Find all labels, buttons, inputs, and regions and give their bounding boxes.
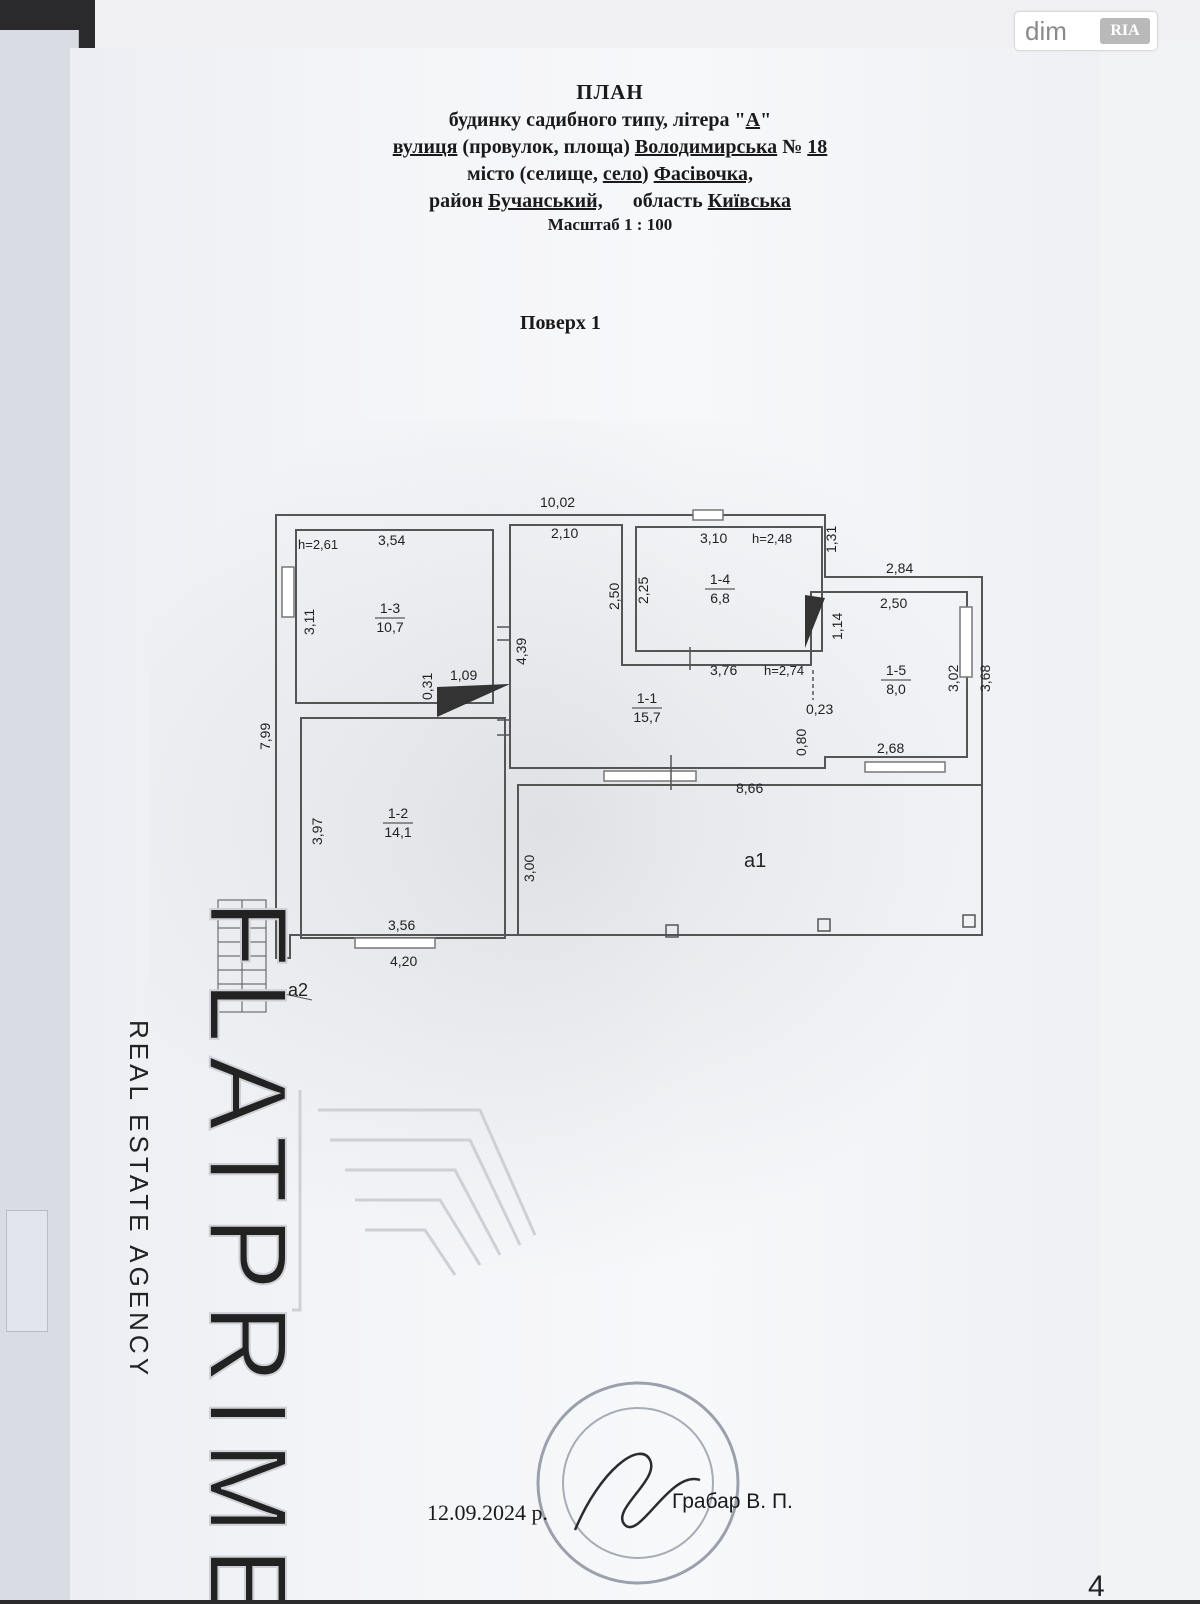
dim-031: 0,31	[419, 673, 435, 700]
dim-300: 3,00	[521, 855, 537, 882]
document-date: 12.09.2024 р.	[427, 1500, 548, 1525]
document-title: ПЛАН	[576, 80, 644, 104]
dim-302: 3,02	[945, 665, 961, 692]
room-1-4-area: 6,8	[710, 590, 730, 606]
signature	[573, 1452, 701, 1531]
room-1-3-area: 10,7	[376, 619, 403, 635]
dim-311: 3,11	[301, 609, 317, 635]
stair-wedge-right	[805, 595, 825, 648]
dim-397: 3,97	[309, 818, 325, 845]
back-sheet	[0, 30, 79, 1600]
height-label-1: h=2,61	[298, 537, 338, 552]
dim-268: 2,68	[877, 740, 904, 756]
room-1-5-id: 1-5	[886, 662, 906, 678]
city-name: Фасівочка,	[653, 163, 753, 185]
dim-225: 2,25	[635, 577, 651, 604]
dim-overall-width: 10,02	[540, 494, 575, 510]
floor-title: Поверх 1	[520, 312, 601, 334]
dim-376: 3,76	[710, 662, 737, 678]
house-type-line: будинку садибного типу, літера "А"	[448, 109, 772, 131]
district-line: район Бучанський, область Київська	[428, 190, 792, 212]
watermark-tagline: REAL ESTATE AGENCY	[124, 1020, 154, 1379]
height-label-2: h=2,48	[752, 531, 792, 546]
room-1-1-area: 15,7	[633, 709, 660, 725]
dim-439: 4,39	[513, 638, 529, 665]
page-number: 4	[1088, 1570, 1105, 1603]
stair-wedge-left	[437, 684, 510, 717]
dim-284: 2,84	[886, 560, 913, 576]
room-labels: 1-1 15,7 1-2 14,1 1-3 10,7 1-4 6,8 1-5 8…	[375, 571, 911, 840]
room-1-2-id: 1-2	[388, 805, 408, 821]
house-number: 18	[807, 136, 828, 158]
stairs-label: a2	[288, 980, 308, 1000]
terrace-posts	[665, 914, 976, 938]
dim-overall-height: 7,99	[257, 723, 273, 750]
dim-131: 1,31	[823, 526, 839, 553]
dim-210: 2,10	[551, 525, 578, 541]
stairs-a2	[217, 899, 313, 1013]
dim-354: 3,54	[378, 532, 405, 548]
city-line: місто (селище, село) Фасівочка,	[467, 163, 753, 185]
right-edge	[1100, 40, 1200, 1600]
windows	[281, 509, 973, 949]
dim-250a: 2,50	[606, 583, 622, 610]
dim-109: 1,09	[450, 667, 477, 683]
room-1-1-id: 1-1	[637, 690, 657, 706]
height-label-3: h=2,74	[764, 663, 804, 678]
document-header: ПЛАН будинку садибного типу, літера "А" …	[250, 80, 970, 235]
room-1-4-id: 1-4	[710, 571, 730, 587]
dim-logo-text: dim	[1025, 16, 1067, 46]
dim-368: 3,68	[977, 665, 993, 692]
dim-866: 8,66	[736, 780, 763, 796]
dim-250b: 2,50	[880, 595, 907, 611]
ria-logo-icon: RIA	[1100, 18, 1150, 44]
dim-356: 3,56	[388, 917, 415, 933]
room-1-5-area: 8,0	[886, 681, 906, 697]
dim-420: 4,20	[390, 953, 417, 969]
watermark-logo-icon	[292, 1090, 537, 1312]
dim-114: 1,14	[829, 613, 845, 640]
region-name: Київська	[707, 190, 792, 212]
street-name: Володимирська	[634, 136, 778, 158]
agency-watermark: FLATPRIME REAL ESTATE AGENCY	[124, 899, 537, 1600]
watermark-brand: FLATPRIME	[186, 900, 309, 1600]
doors	[497, 626, 814, 790]
document-page	[70, 48, 1100, 1600]
street-line: вулиця (провулок, площа) Володимирська №…	[392, 136, 828, 158]
scale-label: Масштаб 1 : 100	[547, 215, 673, 234]
official-stamp	[536, 1381, 740, 1585]
district-name: Бучанський,	[488, 190, 603, 212]
dim-080: 0,80	[793, 729, 809, 756]
signer-name: Грабар В. П.	[672, 1490, 793, 1513]
dim-ria-badge[interactable]: dim RIA	[1015, 12, 1157, 50]
back-sheet-form	[6, 1210, 48, 1332]
dim-310: 3,10	[700, 530, 727, 546]
dim-023: 0,23	[806, 701, 833, 717]
room-1-3-id: 1-3	[380, 600, 400, 616]
room-1-2-area: 14,1	[384, 824, 411, 840]
dimension-labels: 10,02 7,99 h=2,61 3,54 2,10 3,10 h=2,48 …	[257, 494, 993, 969]
terrace-label: a1	[744, 850, 766, 872]
walls	[275, 514, 983, 959]
